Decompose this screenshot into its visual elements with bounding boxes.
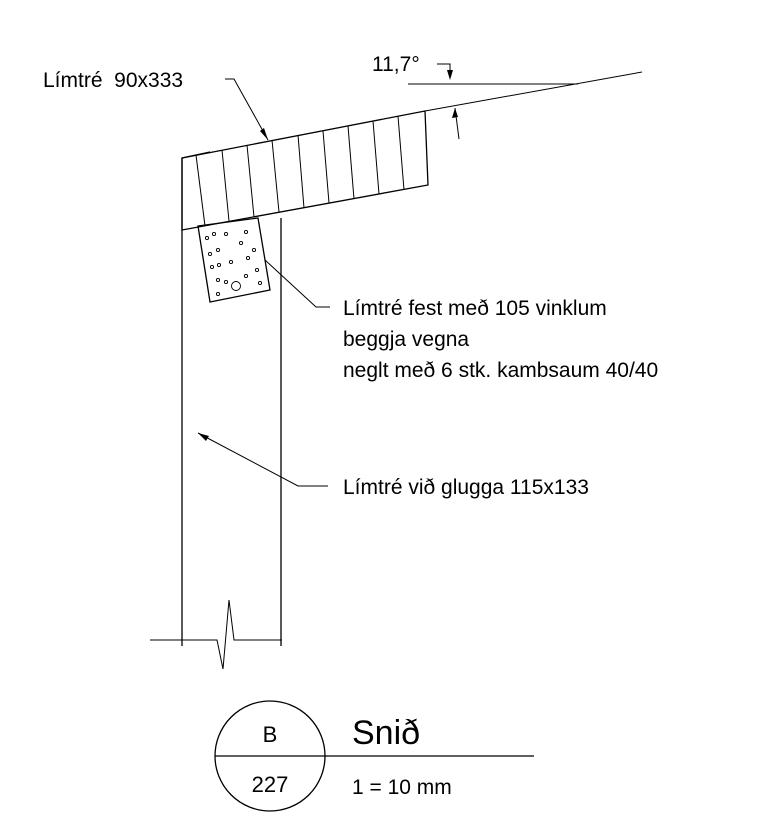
section-sheet: 227: [252, 772, 289, 797]
beam-lamellas: [195, 115, 405, 227]
beam-leader-arrow: [260, 128, 268, 140]
roof-slope: [408, 63, 643, 140]
angle-arrowhead: [452, 108, 458, 118]
section-letter: B: [263, 722, 278, 747]
angle-label: 11,7°: [372, 53, 420, 76]
beam-label: Límtré 90x333: [43, 69, 183, 92]
leaders: [197, 78, 330, 487]
column-leader-arrow: [198, 433, 209, 441]
section-title: Snið: [352, 714, 420, 752]
column-label: Límtré við glugga 115x133: [343, 476, 589, 499]
connection-note-line-3: neglt með 6 stk. kambsaum 40/40: [343, 359, 658, 382]
column: [181, 151, 282, 646]
connection-note-line-1: Límtré fest með 105 vinklum: [343, 297, 607, 320]
angle-bracket: [197, 217, 271, 303]
break-line: [150, 599, 282, 670]
section-scale: 1 = 10 mm: [352, 776, 452, 799]
connection-note-line-2: beggja vegna: [343, 328, 469, 351]
section-marker: B 227 Snið 1 = 10 mm: [214, 700, 534, 812]
bracket-nails: [204, 229, 263, 297]
glulam-beam: [181, 110, 429, 231]
angle-arrowhead-top: [447, 70, 453, 80]
